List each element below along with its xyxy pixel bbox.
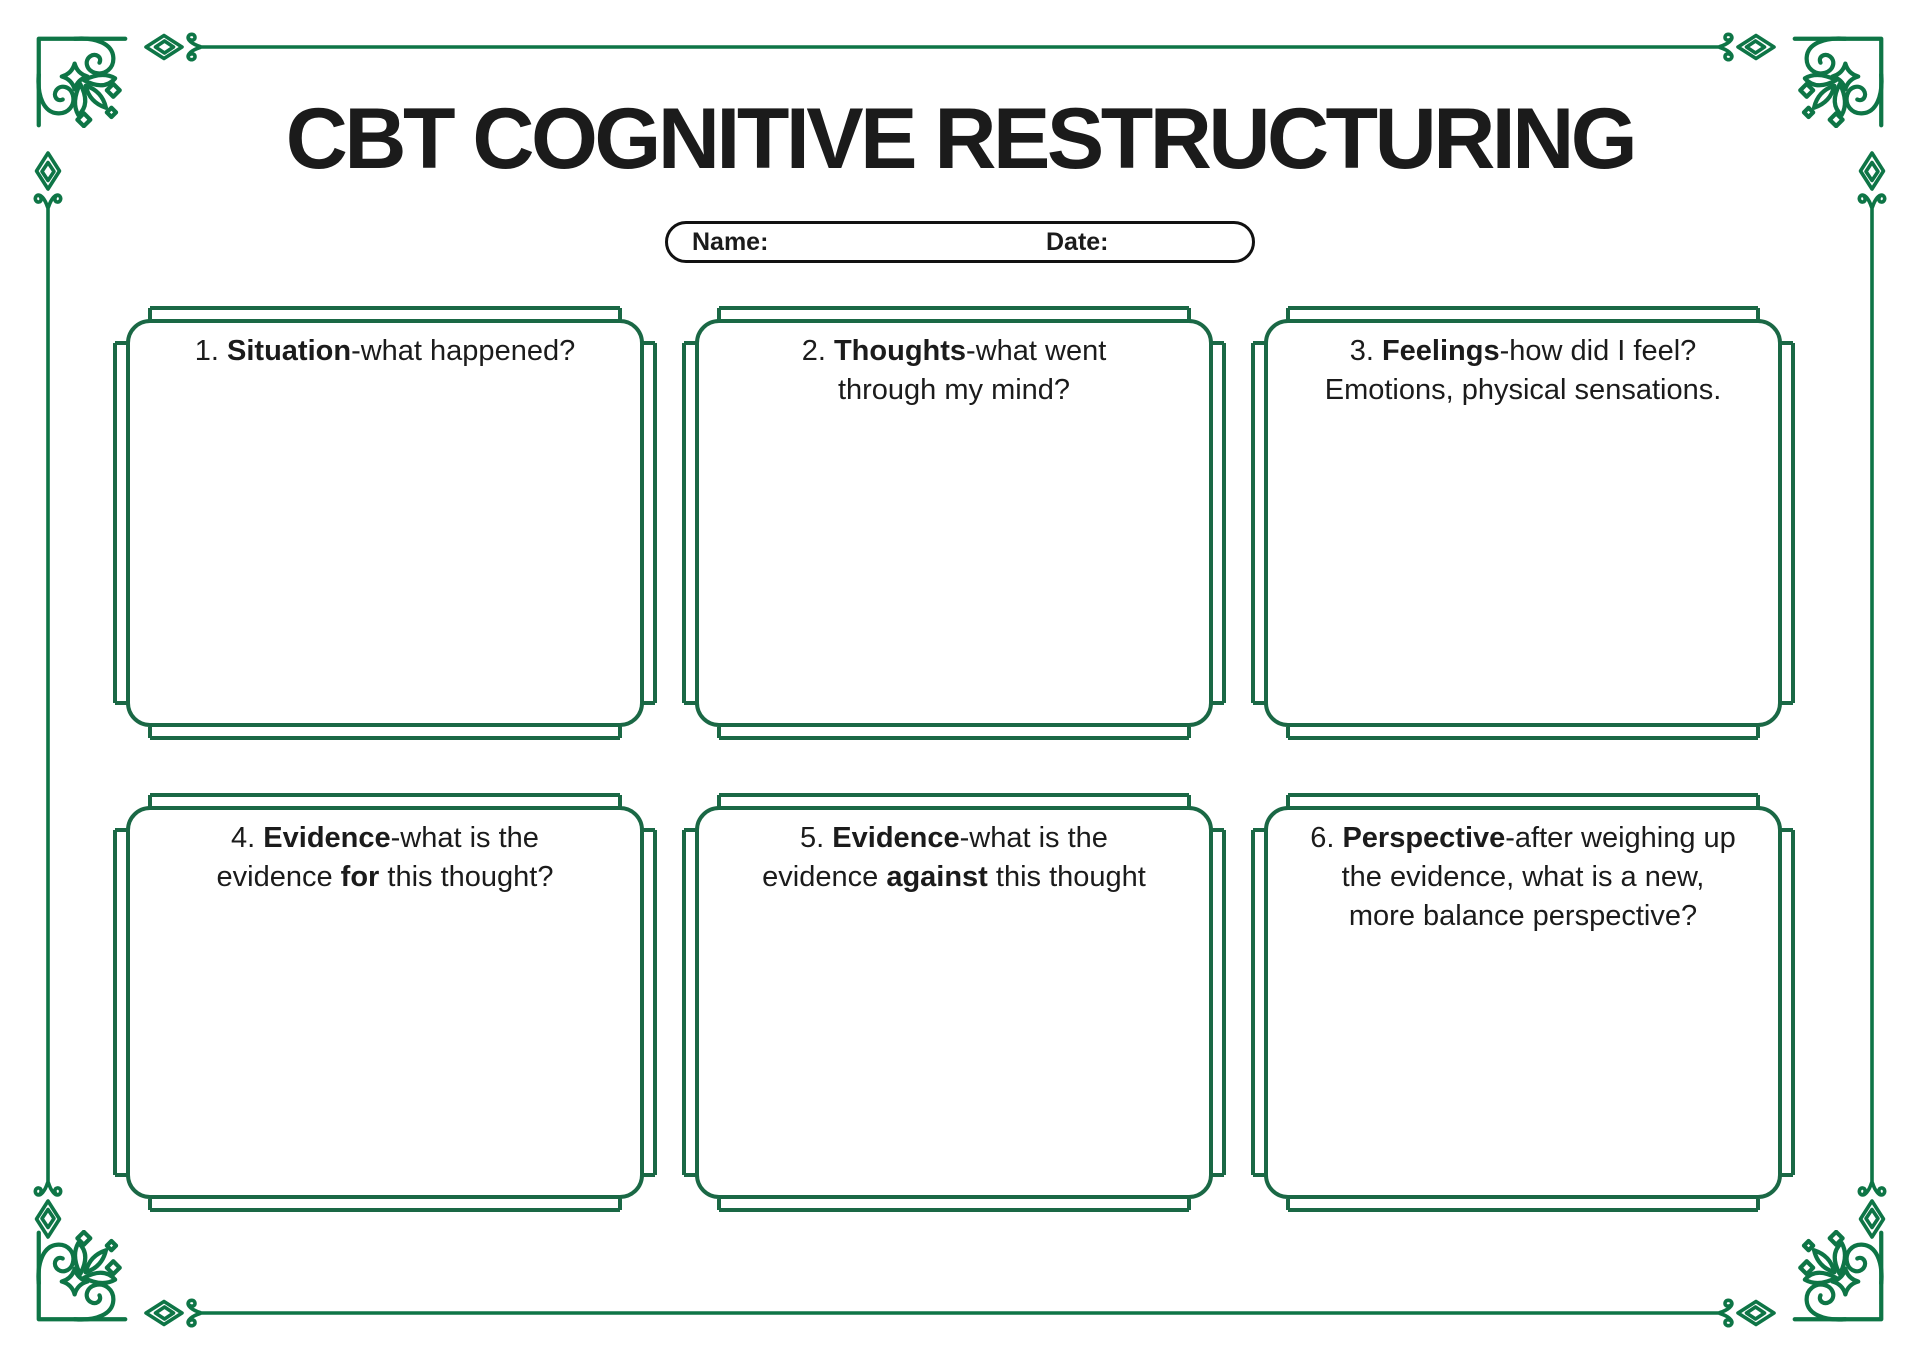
box-frame-border [1251, 306, 1795, 740]
floral-corner-flourish-icon [1792, 36, 1884, 129]
name-label: Name: [692, 228, 769, 256]
box-6-writing-area[interactable] [1275, 944, 1771, 1190]
box-1-writing-area[interactable] [137, 379, 633, 718]
box-1-situation: 1. Situation-what happened? [113, 306, 657, 740]
floral-corner-flourish-icon [36, 1229, 128, 1322]
box-4-evidence-for: 4. Evidence-what is the evidence for thi… [113, 793, 657, 1212]
top-border-rule [143, 29, 1777, 65]
box-3-feelings: 3. Feelings-how did I feel? Emotions, ph… [1251, 306, 1795, 740]
box-5-writing-area[interactable] [706, 905, 1202, 1190]
box-2-prompt: 2. Thoughts-what went through my mind? [801, 335, 1107, 406]
box-frame-border [682, 306, 1226, 740]
box-frame-border [1251, 793, 1795, 1212]
box-6-perspective: 6. Perspective-after weighing up the evi… [1251, 793, 1795, 1212]
box-frame-border [113, 306, 657, 740]
box-3-prompt: 3. Feelings-how did I feel? Emotions, ph… [1324, 335, 1722, 406]
date-label: Date: [1046, 228, 1109, 256]
box-6-prompt: 6. Perspective-after weighing up the evi… [1310, 822, 1736, 932]
right-border-rule [1854, 150, 1890, 1240]
floral-corner-flourish-icon [1792, 1229, 1884, 1322]
box-1-prompt: 1. Situation-what happened? [194, 335, 576, 367]
box-4-writing-area[interactable] [137, 905, 633, 1190]
bottom-border-rule [143, 1295, 1777, 1331]
box-frame-border [682, 793, 1226, 1212]
floral-corner-flourish-icon [36, 36, 128, 129]
name-input-area[interactable] [778, 226, 1033, 257]
box-5-prompt: 5. Evidence-what is the evidence against… [762, 822, 1146, 893]
box-frame-border [113, 793, 657, 1212]
box-3-writing-area[interactable] [1275, 418, 1771, 718]
box-5-evidence-against: 5. Evidence-what is the evidence against… [682, 793, 1226, 1212]
box-4-prompt: 4. Evidence-what is the evidence for thi… [216, 822, 554, 893]
page-title: CBT COGNITIVE RESTRUCTURING [285, 91, 1638, 187]
name-date-field: Name: Date: [665, 221, 1255, 263]
left-border-rule [30, 150, 66, 1240]
box-2-writing-area[interactable] [706, 418, 1202, 718]
box-2-thoughts: 2. Thoughts-what went through my mind? [682, 306, 1226, 740]
date-input-area[interactable] [1116, 226, 1244, 257]
